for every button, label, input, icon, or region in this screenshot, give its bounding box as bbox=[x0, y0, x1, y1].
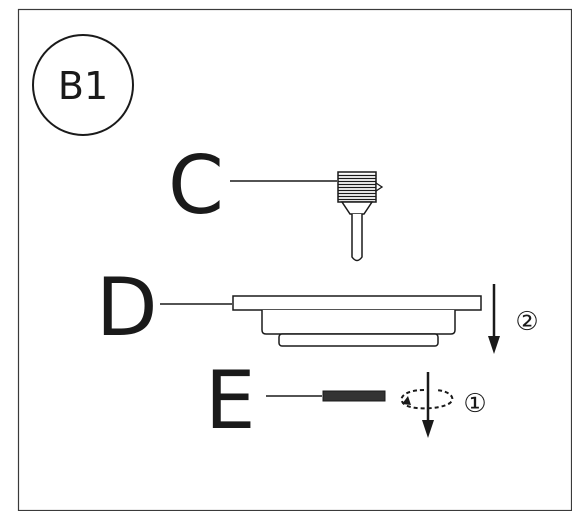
rotate-arrow-icon bbox=[400, 372, 454, 438]
down-arrow-icon bbox=[488, 284, 500, 354]
part-c-label: C bbox=[168, 139, 224, 232]
part-d-label: D bbox=[96, 261, 158, 354]
part-c-drawing bbox=[337, 171, 384, 262]
badge-label: B1 bbox=[58, 64, 108, 108]
part-e-drawing bbox=[322, 390, 386, 402]
part-d-group: D ② bbox=[96, 261, 539, 354]
step-one-marker: ① bbox=[463, 389, 486, 419]
part-e-label: E bbox=[205, 354, 256, 447]
step-two-marker: ② bbox=[515, 307, 538, 337]
step-badge: B1 bbox=[32, 34, 134, 136]
part-e-group: E ① bbox=[205, 354, 487, 447]
part-d-drawing bbox=[232, 295, 482, 347]
badge-circle bbox=[32, 34, 134, 136]
part-c-group: C bbox=[168, 139, 384, 262]
